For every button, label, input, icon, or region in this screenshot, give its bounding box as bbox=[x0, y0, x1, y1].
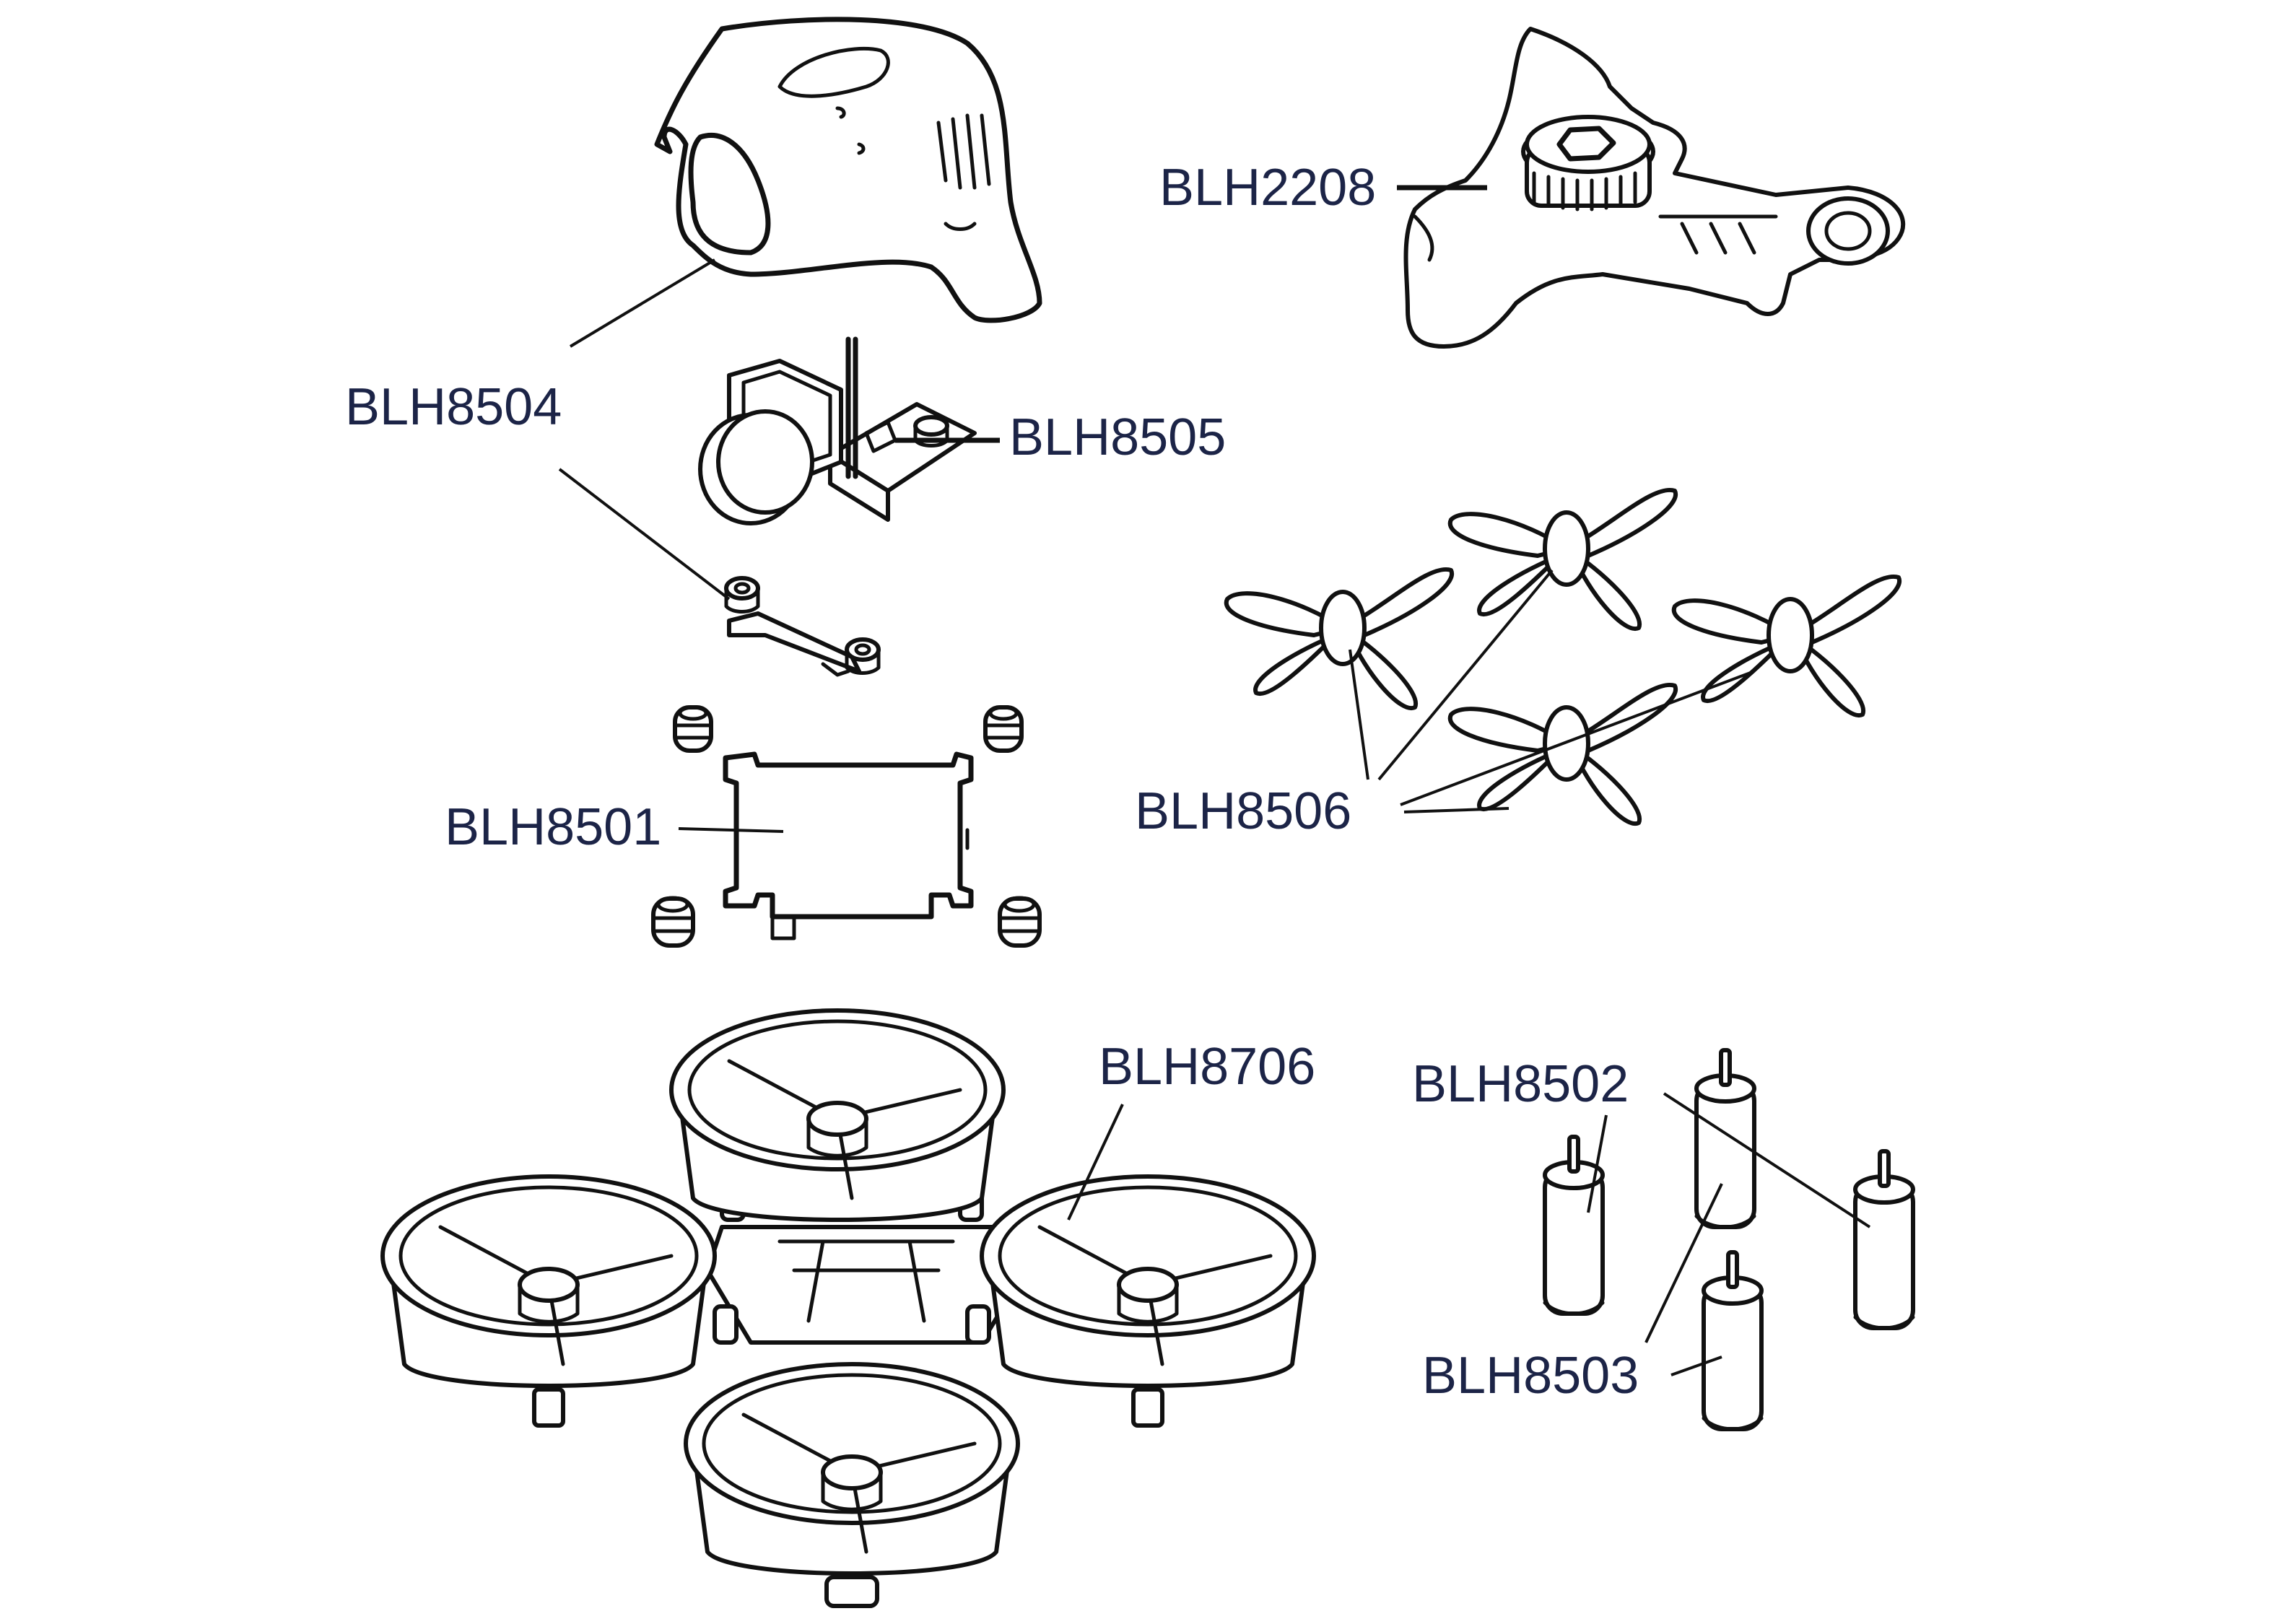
propeller bbox=[1224, 567, 1455, 711]
label-board: BLH8501 bbox=[445, 798, 661, 856]
label-motor-a: BLH8502 bbox=[1412, 1055, 1629, 1113]
label-motor-b: BLH8503 bbox=[1422, 1347, 1639, 1405]
motor bbox=[1543, 1135, 1605, 1316]
motors-drawing bbox=[1543, 1048, 1915, 1431]
camera-drawing bbox=[698, 336, 977, 525]
duct-top bbox=[669, 1008, 1006, 1222]
duct-left bbox=[380, 1174, 717, 1428]
label-camera: BLH8505 bbox=[1009, 409, 1226, 466]
label-props: BLH8506 bbox=[1135, 782, 1351, 840]
damper-top-right bbox=[983, 705, 1024, 753]
leader-lines bbox=[558, 185, 1871, 1376]
propeller bbox=[1447, 682, 1678, 826]
label-mount: BLH2208 bbox=[1159, 159, 1376, 217]
duct-bottom bbox=[684, 1362, 1020, 1608]
damper-top-left bbox=[673, 705, 713, 753]
duct-right bbox=[980, 1174, 1316, 1428]
mount-drawing bbox=[1403, 27, 1905, 349]
motor bbox=[1853, 1149, 1915, 1330]
propeller bbox=[1671, 574, 1902, 718]
canopy-drawing bbox=[654, 17, 1042, 323]
damper-bottom-right bbox=[998, 896, 1042, 948]
damper-bottom-left bbox=[651, 896, 695, 948]
frame-drawing bbox=[380, 1008, 1316, 1608]
motor bbox=[1694, 1048, 1756, 1229]
propeller bbox=[1447, 487, 1678, 632]
label-frame: BLH8706 bbox=[1099, 1038, 1315, 1096]
board-drawing bbox=[651, 705, 1042, 948]
bracket-drawing bbox=[724, 576, 881, 677]
label-canopy: BLH8504 bbox=[345, 378, 562, 436]
motor bbox=[1702, 1250, 1764, 1431]
propellers-drawing bbox=[1224, 487, 1902, 826]
